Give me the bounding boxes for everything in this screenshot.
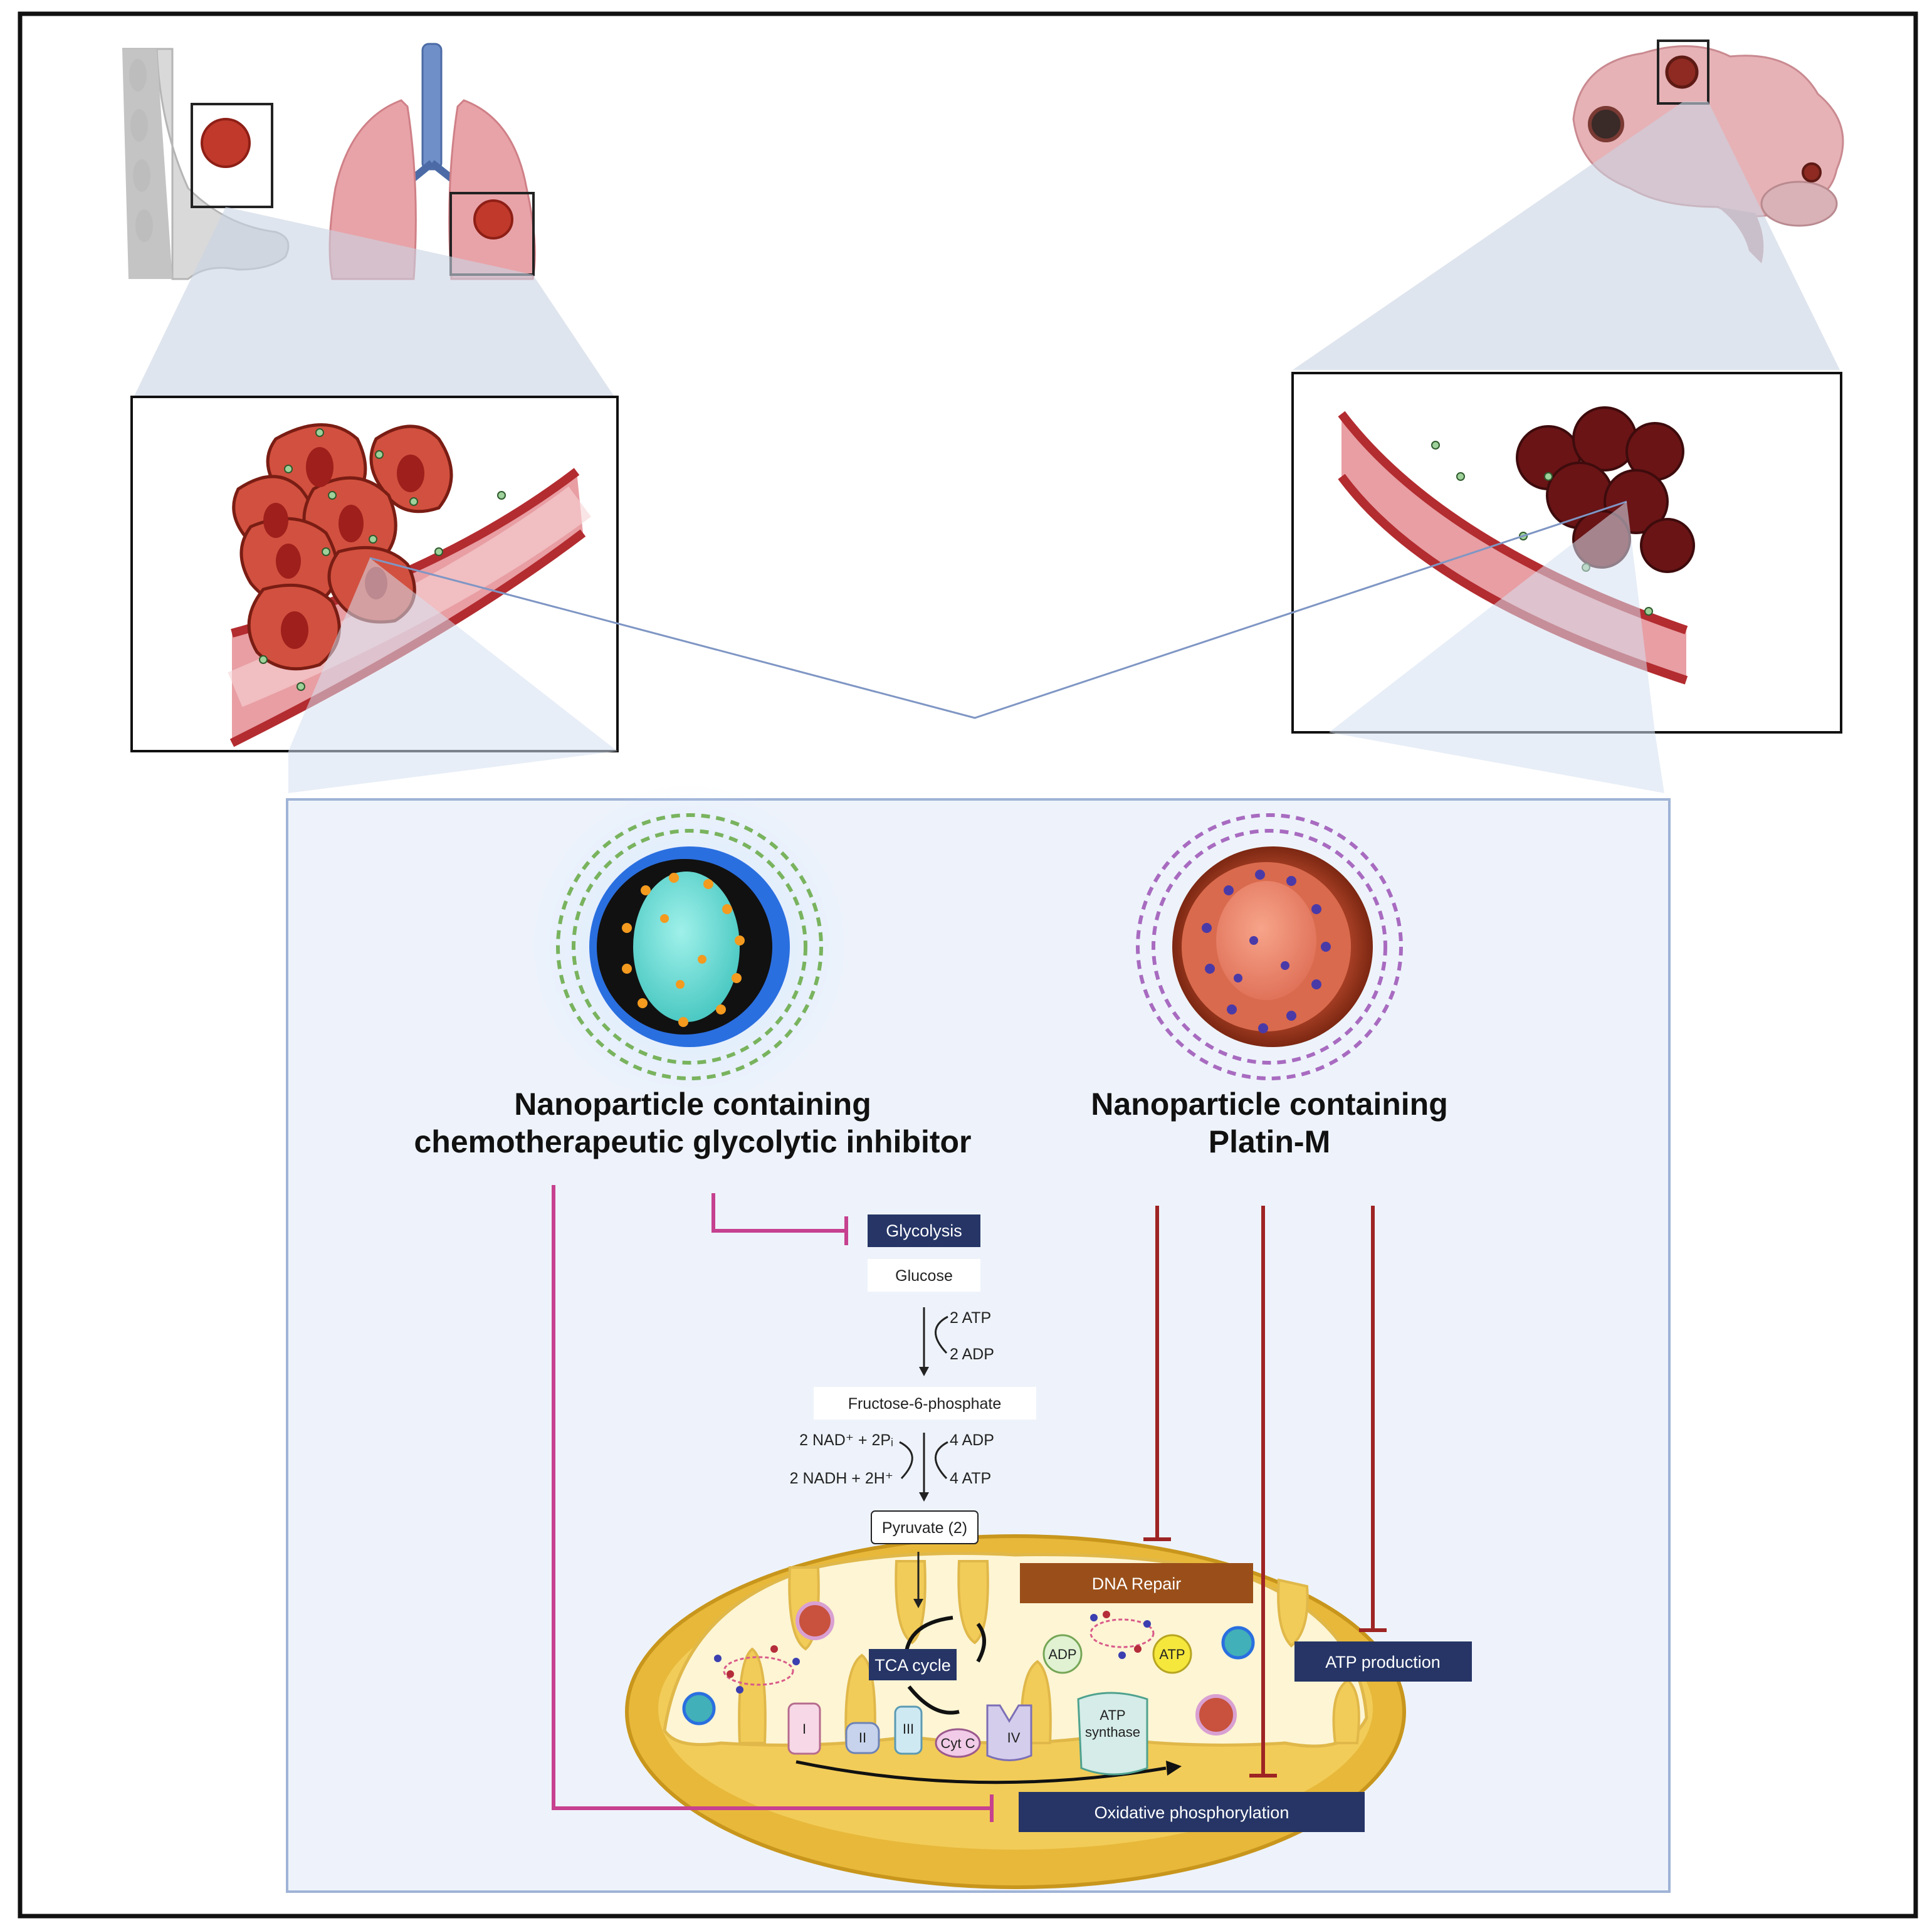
pyruvate-label: Pyruvate (2) [882, 1519, 967, 1537]
glycolytic-inhibitor-nanoparticle [527, 784, 853, 1110]
glycolysis-label: Glycolysis [886, 1221, 962, 1240]
atp-in: 2 ATP [950, 1309, 991, 1327]
dna-repair-box: DNA Repair [1020, 1563, 1253, 1603]
tca-cycle: TCA cycle [869, 1616, 986, 1715]
svg-text:I: I [802, 1721, 806, 1737]
svg-text:Cyt C: Cyt C [941, 1736, 975, 1751]
zoom-cone-right [1293, 102, 1840, 370]
glycolysis-pathway: Glycolysis Glucose 2 ATP 2 ADP Fructose-… [790, 1214, 1036, 1608]
glucose-label: Glucose [895, 1267, 953, 1285]
left-np-title-line1: Nanoparticle containing [514, 1087, 871, 1122]
svg-text:ATP: ATP [1100, 1707, 1125, 1723]
zoom-cone-bottom-left [288, 558, 617, 793]
complex-iii: III [894, 1705, 923, 1755]
complex-ii: II [845, 1722, 880, 1754]
dna-repair-inhibition [1143, 1206, 1171, 1541]
atp-production-inhibition [1359, 1206, 1387, 1632]
atp-production-label: ATP production [1325, 1653, 1441, 1672]
svg-text:ADP: ADP [1048, 1646, 1076, 1662]
nad-in: 2 NAD⁺ + 2Pᵢ [799, 1431, 893, 1449]
adp-molecule: ADP [1042, 1634, 1083, 1674]
svg-text:ATP: ATP [1159, 1646, 1185, 1662]
atp-production-box: ATP production [1294, 1641, 1472, 1682]
tca-label: TCA cycle [874, 1656, 951, 1675]
zoom-cone-left [132, 207, 617, 401]
dna-repair-label: DNA Repair [1092, 1574, 1182, 1593]
left-np-title-line2: chemotherapeutic glycolytic inhibitor [414, 1124, 971, 1159]
svg-text:IV: IV [1007, 1730, 1021, 1746]
zoom-cone-bottom-right [1329, 502, 1664, 793]
f6p-label: Fructose-6-phosphate [848, 1395, 1002, 1413]
right-np-title-line1: Nanoparticle containing [1091, 1087, 1448, 1122]
lungs-illustration [328, 43, 536, 280]
atp4-out: 4 ATP [950, 1470, 991, 1487]
complex-i: I [787, 1702, 821, 1755]
svg-text:III: III [903, 1721, 914, 1737]
connector-lines [369, 500, 1627, 719]
adp4-in: 4 ADP [950, 1431, 994, 1449]
oxphos-box: Oxidative phosphorylation [1019, 1792, 1365, 1832]
cytochrome-c: Cyt C [935, 1728, 981, 1758]
oxphos-inhibition-magenta [552, 1185, 994, 1822]
atp-molecule: ATP [1152, 1634, 1192, 1674]
platin-m-nanoparticle [1136, 813, 1403, 1080]
complex-iv: IV [986, 1704, 1032, 1761]
glycolysis-inhibition [711, 1193, 848, 1245]
oxphos-label: Oxidative phosphorylation [1095, 1803, 1289, 1822]
right-np-title-line2: Platin-M [1209, 1124, 1330, 1159]
atp-synthase: ATP synthase [1077, 1692, 1148, 1776]
nadh-out: 2 NADH + 2H⁺ [790, 1470, 893, 1487]
oxphos-inhibition-darkred [1249, 1206, 1277, 1778]
adp-out: 2 ADP [950, 1346, 994, 1363]
svg-text:synthase: synthase [1085, 1724, 1140, 1740]
svg-text:II: II [859, 1730, 866, 1746]
